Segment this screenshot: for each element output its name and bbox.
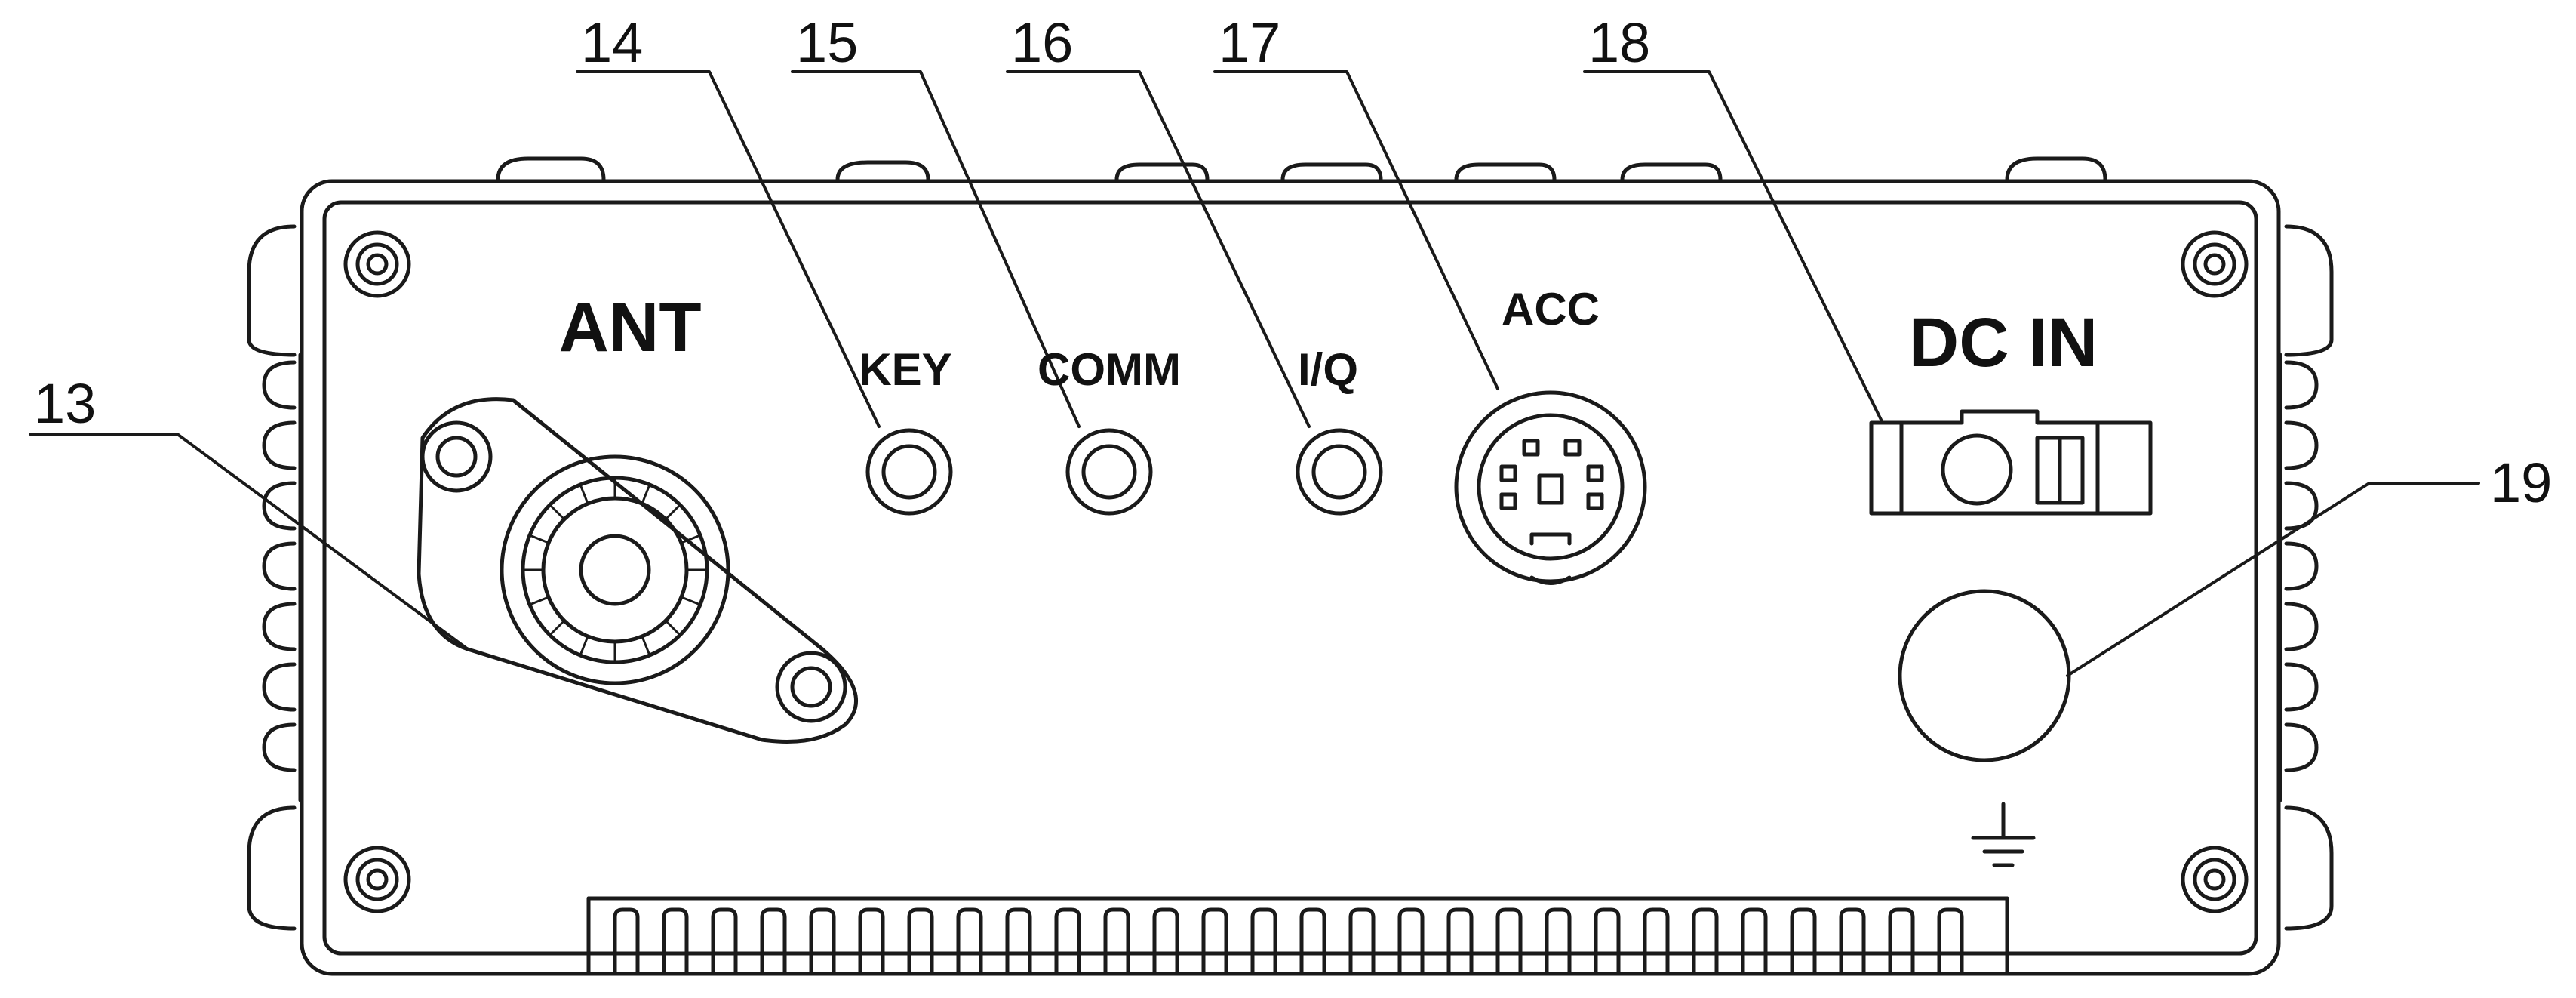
ant-connector [417, 397, 858, 744]
callout-18: 18 [1588, 11, 1650, 74]
leader-17 [1213, 70, 1499, 390]
comm-label: COMM [1037, 344, 1181, 395]
iq-jack [1296, 428, 1383, 516]
iq-label: I/Q [1298, 344, 1358, 395]
callout-16: 16 [1011, 11, 1073, 74]
leader-15 [791, 70, 1081, 428]
leader-14 [576, 70, 881, 428]
key-label: KEY [859, 344, 951, 395]
leader-19 [2066, 482, 2480, 677]
callout-17: 17 [1219, 11, 1280, 74]
leader-18 [1583, 70, 1884, 424]
dc-in-label: DC IN [1909, 304, 2098, 381]
comm-jack [1065, 428, 1153, 516]
dc-in-connector [1869, 409, 2153, 516]
right-side-fins [2278, 224, 2334, 931]
screw-icon [343, 230, 411, 298]
acc-connector [1454, 390, 1647, 585]
callout-13: 13 [34, 372, 96, 435]
ground-post [1898, 589, 2071, 762]
callout-19: 19 [2490, 451, 2552, 514]
callout-14: 14 [581, 11, 643, 74]
bottom-heatsink [586, 896, 2009, 976]
ground-symbol-icon [1971, 802, 2036, 867]
ant-label: ANT [558, 289, 701, 366]
screw-icon [343, 846, 411, 913]
screw-icon [2181, 846, 2249, 913]
left-side-fins [247, 224, 303, 931]
case-inner [322, 200, 2258, 956]
key-jack [865, 428, 953, 516]
screw-icon [2181, 230, 2249, 298]
leader-16 [1006, 70, 1311, 428]
acc-label: ACC [1502, 284, 1600, 334]
leader-lines [29, 70, 2480, 677]
callout-15: 15 [796, 11, 858, 74]
top-ribs [496, 156, 2107, 182]
case-outer [300, 179, 2281, 976]
leader-13 [29, 433, 469, 651]
